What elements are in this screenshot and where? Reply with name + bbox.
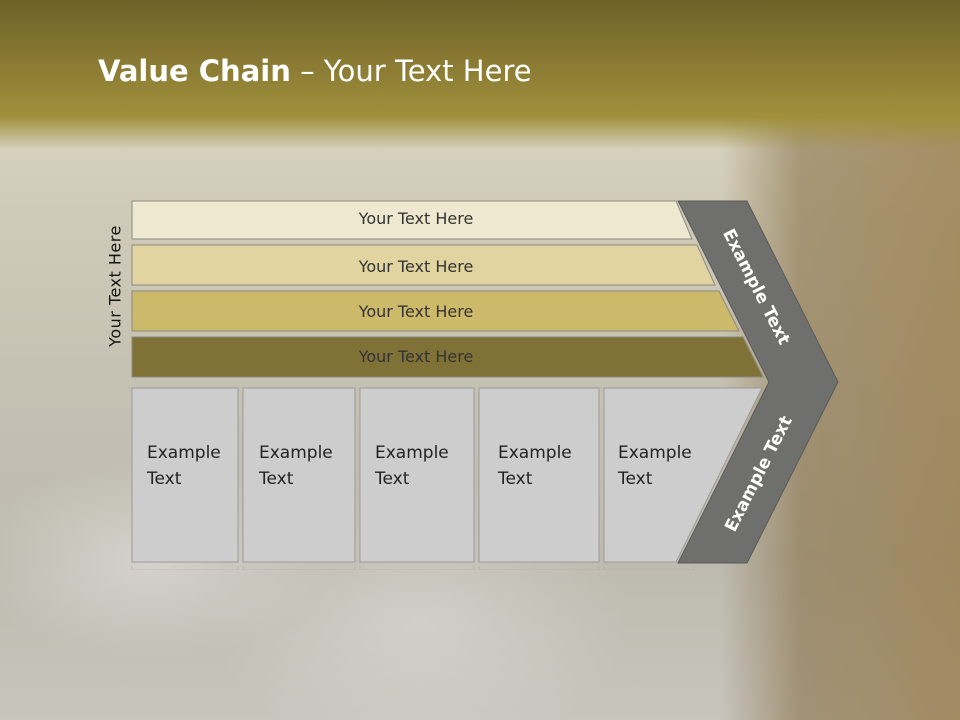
bar-1-label: Your Text Here — [358, 209, 474, 228]
title-rest: – Your Text Here — [290, 54, 532, 88]
box-2-line2: Text — [259, 469, 294, 489]
box-3-text: Example Text — [375, 440, 449, 492]
boxes-reflection — [0, 566, 960, 696]
title-bold: Value Chain — [98, 54, 291, 88]
box-1-line2: Text — [147, 469, 182, 489]
example-box-4 — [478, 387, 600, 563]
bar-2 — [131, 244, 716, 286]
box-5-text: Example Text — [618, 440, 692, 492]
bar-3-label: Your Text Here — [358, 302, 474, 321]
bar-4-label: Your Text Here — [358, 347, 474, 366]
page-title: Value Chain – Your Text Here — [98, 54, 532, 88]
header-band — [0, 0, 960, 150]
box-4-line2: Text — [498, 469, 533, 489]
example-box-3 — [359, 387, 475, 563]
box-2-line1: Example — [259, 443, 333, 463]
box-1-line1: Example — [147, 443, 221, 463]
example-box-2 — [242, 387, 356, 563]
example-box-1 — [131, 387, 239, 563]
box-4-line1: Example — [498, 443, 572, 463]
box-3-line2: Text — [375, 469, 410, 489]
box-1-text: Example Text — [147, 440, 221, 492]
bar-4 — [131, 336, 764, 378]
box-5-line1: Example — [618, 443, 692, 463]
box-5-line2: Text — [618, 469, 653, 489]
box-2-text: Example Text — [259, 440, 333, 492]
bar-3 — [131, 290, 740, 332]
bar-1 — [131, 200, 693, 240]
box-3-line1: Example — [375, 443, 449, 463]
bar-2-label: Your Text Here — [358, 257, 474, 276]
reflection-shapes — [131, 566, 695, 571]
box-4-text: Example Text — [498, 440, 572, 492]
example-box-5 — [603, 387, 763, 563]
chevron-arrow — [677, 200, 839, 564]
